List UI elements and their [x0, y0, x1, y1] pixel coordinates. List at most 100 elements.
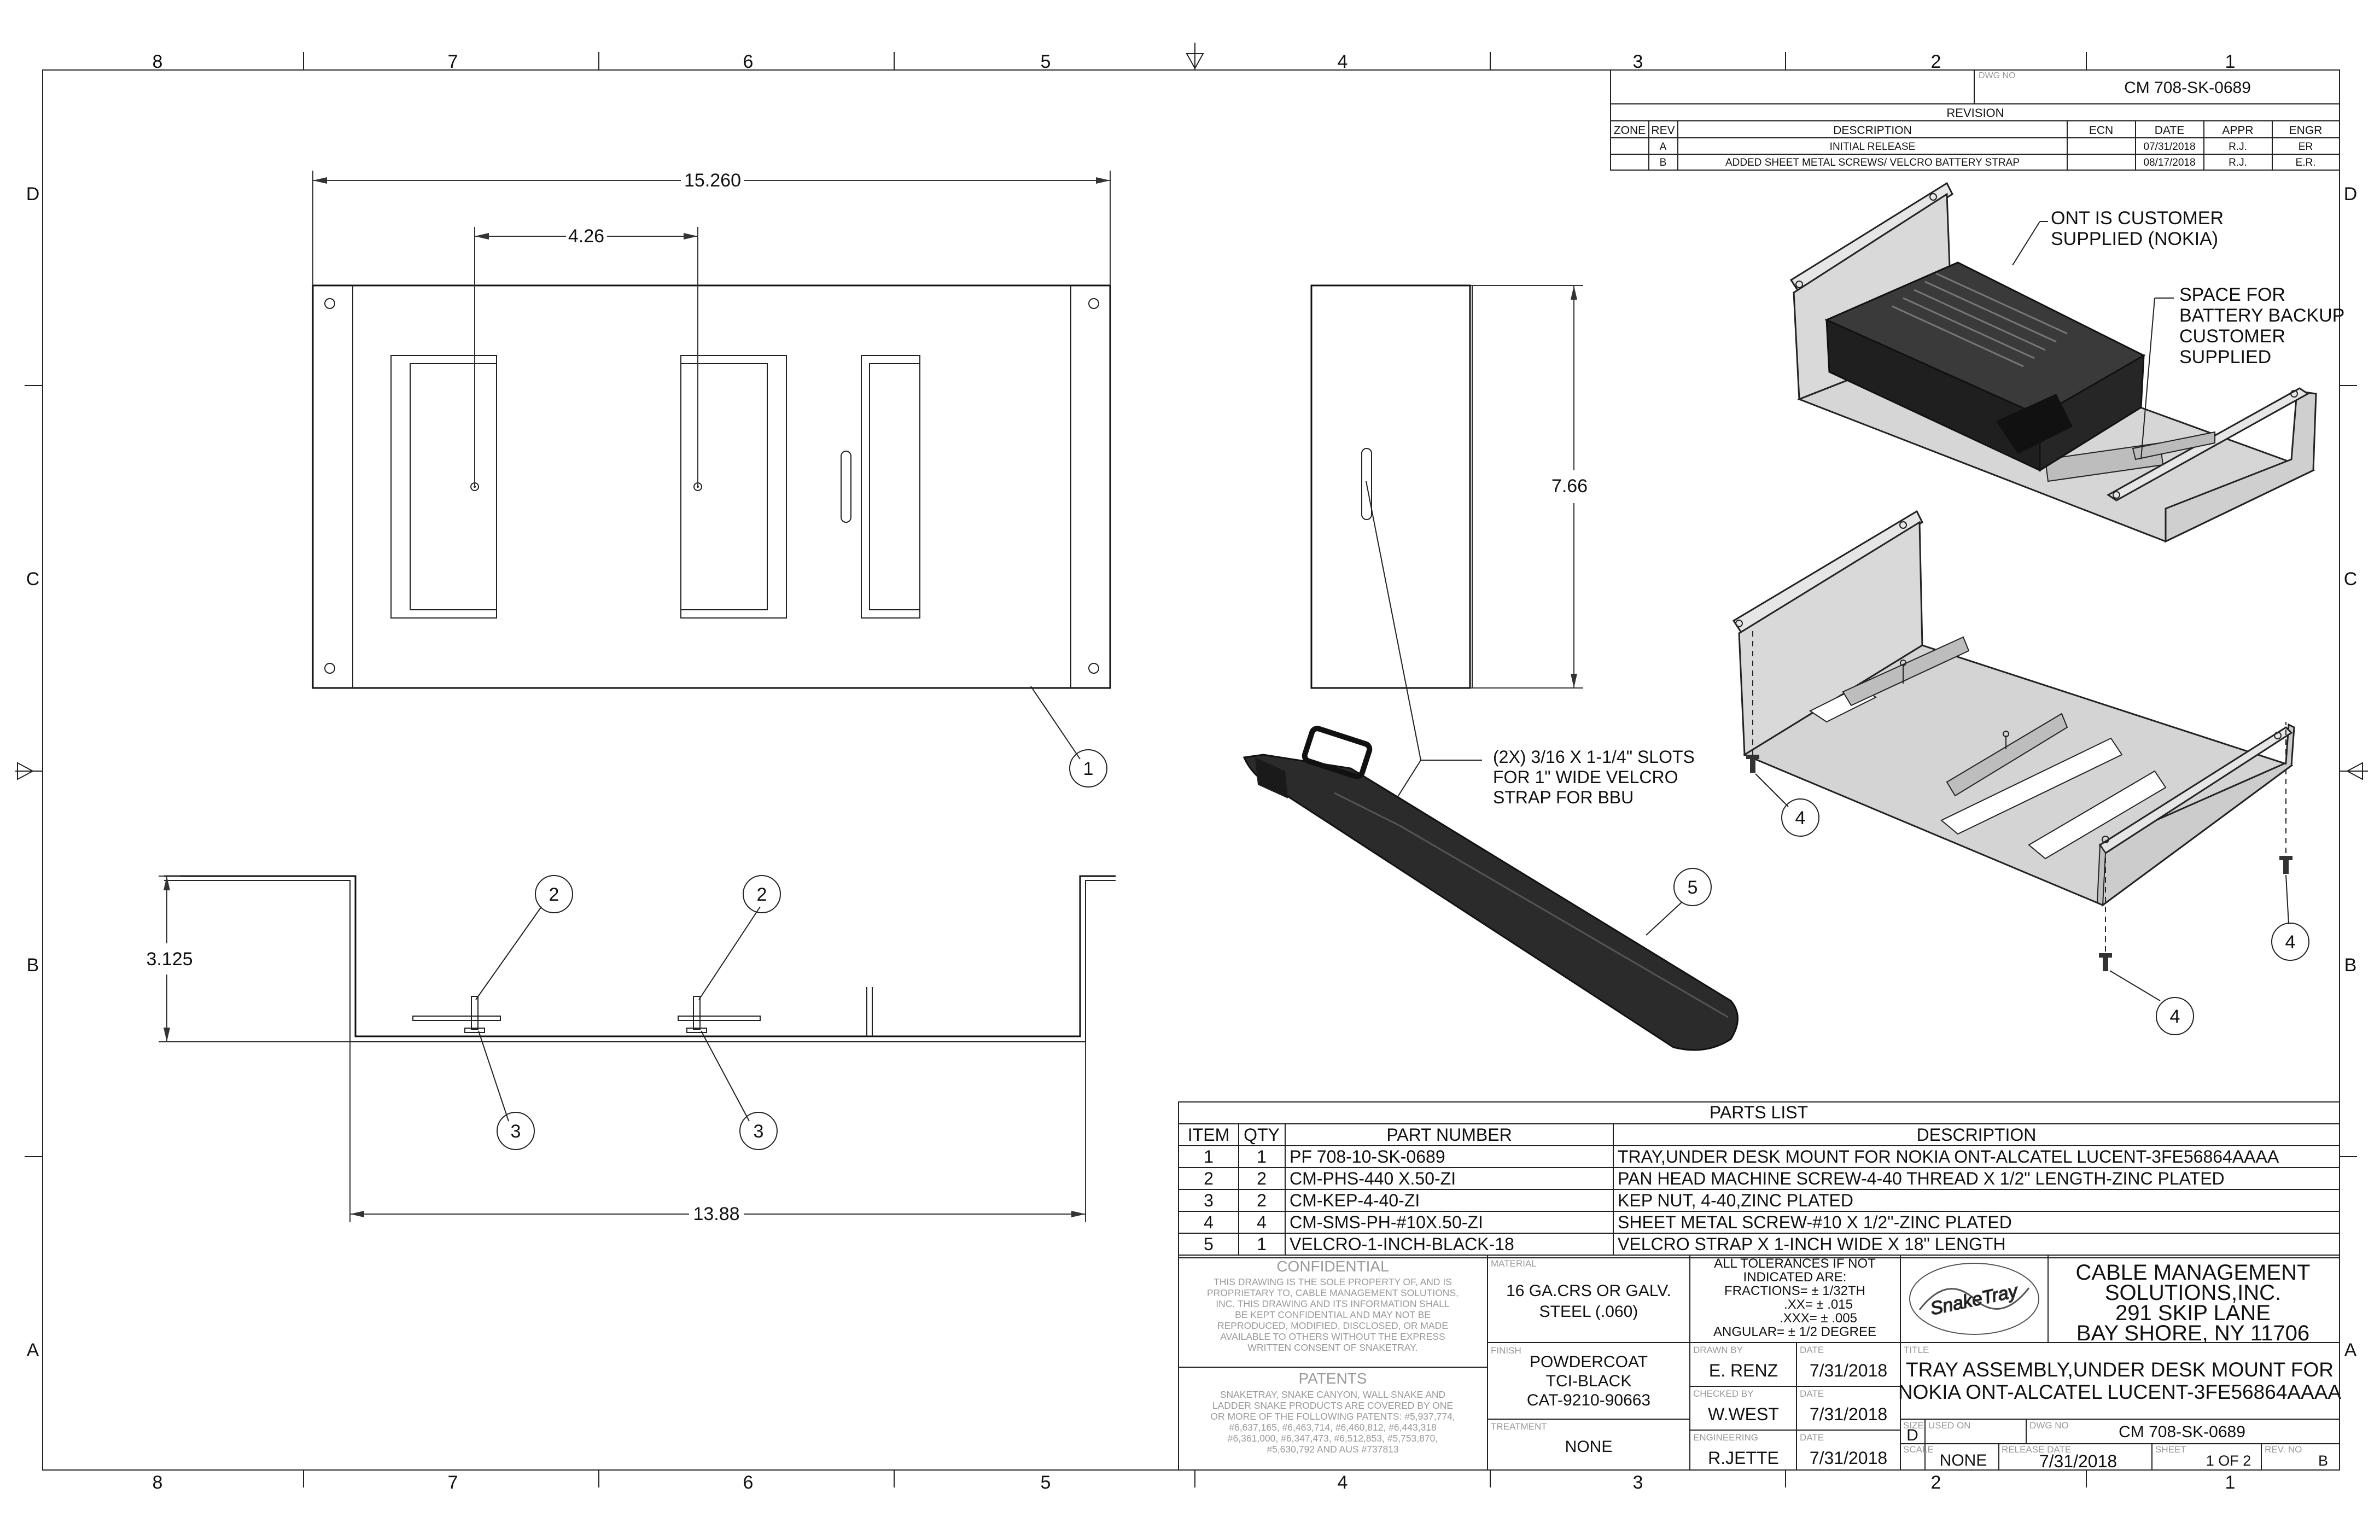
- used-on-label: USED ON: [1928, 1420, 1970, 1431]
- dimension-15260: 15.260: [312, 170, 1111, 285]
- date-drawn-label: DATE: [1800, 1345, 1824, 1355]
- part-3-qty: 2: [1257, 1191, 1267, 1210]
- zone-col-bottom-4: 4: [1338, 1472, 1348, 1493]
- balloon-4a: 4: [1795, 808, 1806, 829]
- part-3-item: 3: [1204, 1191, 1214, 1210]
- note-battery-line-3: CUSTOMER: [2179, 326, 2285, 347]
- finish-line-2: TCI-BLACK: [1546, 1372, 1632, 1390]
- part-2-number: CM-PHS-440 X.50-ZI: [1290, 1169, 1456, 1188]
- drawn-by-label: DRAWN BY: [1693, 1345, 1743, 1355]
- zone-col-top-1: 1: [2225, 51, 2236, 72]
- scale-label: SCALE: [1903, 1444, 1934, 1455]
- confidential-line-7: WRITTEN CONSENT OF SNAKETRAY.: [1247, 1342, 1418, 1353]
- treatment-label: TREATMENT: [1491, 1421, 1547, 1432]
- checked-by-value: W.WEST: [1708, 1404, 1779, 1424]
- part-2-qty: 2: [1257, 1169, 1267, 1188]
- note-ont: ONT IS CUSTOMER SUPPLIED (NOKIA): [2051, 208, 2224, 249]
- note-battery-line-2: BATTERY BACKUP: [2179, 305, 2344, 326]
- balloon-circle-1: [1069, 749, 1107, 788]
- balloon-5: 5: [1688, 877, 1698, 898]
- part-3-number: CM-KEP-4-40-ZI: [1290, 1191, 1420, 1210]
- date-drawn-value: 7/31/2018: [1810, 1361, 1887, 1380]
- balloon-1: 1: [1083, 759, 1094, 779]
- note-ont-line-2: SUPPLIED (NOKIA): [2051, 229, 2218, 249]
- parts-header-item: ITEM: [1188, 1125, 1229, 1145]
- rev-a-date: 07/31/2018: [2143, 141, 2195, 153]
- part-4-number: CM-SMS-PH-#10X.50-ZI: [1290, 1212, 1483, 1232]
- part-5-number: VELCRO-1-INCH-BLACK-18: [1290, 1234, 1514, 1254]
- rev-header-ecn: ECN: [2089, 124, 2113, 137]
- patents-line-6: #5,630,792 AND AUS #737813: [1267, 1444, 1398, 1455]
- note-battery-line-4: SUPPLIED: [2179, 347, 2271, 368]
- parts-header-description: DESCRIPTION: [1917, 1125, 2037, 1145]
- finish-line-1: POWDERCOAT: [1530, 1353, 1648, 1371]
- side-view-plate: 7.66: [1310, 284, 1588, 815]
- zone-col-bottom-3: 3: [1633, 1472, 1643, 1493]
- rev-b-rev: B: [1660, 157, 1667, 168]
- rev-header-engr: ENGR: [2289, 124, 2323, 137]
- material-line-2: STEEL (.060): [1539, 1303, 1638, 1321]
- zone-col-top-4: 4: [1338, 51, 1348, 72]
- engineering-label: ENGINEERING: [1693, 1432, 1758, 1443]
- part-4-qty: 4: [1257, 1212, 1267, 1232]
- zone-col-top-3: 3: [1633, 51, 1643, 72]
- part-4-description: SHEET METAL SCREW-#10 X 1/2"-ZINC PLATED: [1618, 1212, 2012, 1232]
- finish-line-3: CAT-9210-90663: [1527, 1391, 1650, 1409]
- balloons: 1 2 2 3 3 5 4 4 4: [497, 749, 2309, 1150]
- note-battery: SPACE FOR BATTERY BACKUP CUSTOMER SUPPLI…: [2179, 284, 2344, 368]
- confidential-line-6: AVAILABLE TO OTHERS WITHOUT THE EXPRESS: [1220, 1331, 1445, 1342]
- zone-row-left-a: A: [27, 1340, 39, 1361]
- rev-header-rev: REV: [1651, 124, 1675, 137]
- parts-list-title: PARTS LIST: [1710, 1102, 1808, 1122]
- part-1-qty: 1: [1257, 1147, 1267, 1166]
- tolerance-line-2: INDICATED ARE:: [1743, 1270, 1847, 1285]
- zone-col-top-6: 6: [743, 51, 754, 72]
- patents-line-1: SNAKETRAY, SNAKE CANYON, WALL SNAKE AND: [1220, 1389, 1445, 1400]
- company-line-1: CABLE MANAGEMENT: [2076, 1261, 2311, 1285]
- dim-flange-height: 3.125: [146, 949, 192, 970]
- rev-header-zone: ZONE: [1614, 124, 1646, 137]
- rev-header-description: DESCRIPTION: [1833, 124, 1912, 137]
- zone-row-right-d: D: [2344, 184, 2358, 205]
- dim-inner-width: 13.88: [693, 1204, 739, 1224]
- part-1-description: TRAY,UNDER DESK MOUNT FOR NOKIA ONT-ALCA…: [1618, 1147, 2279, 1166]
- balloon-4b: 4: [2285, 932, 2296, 953]
- date-eng-label: DATE: [1800, 1432, 1824, 1443]
- checked-by-label: CHECKED BY: [1693, 1389, 1754, 1399]
- dim-overall-width: 15.260: [684, 170, 741, 191]
- zone-row-left-d: D: [26, 184, 40, 205]
- rev-dwg-no-label: DWG NO: [1979, 71, 2016, 80]
- rev-b-description: ADDED SHEET METAL SCREWS/ VELCRO BATTERY…: [1725, 157, 2020, 168]
- rev-b-date: 08/17/2018: [2143, 157, 2195, 168]
- zone-col-bottom-6: 6: [743, 1472, 754, 1493]
- sheet-value: 1 OF 2: [2206, 1452, 2251, 1469]
- part-1-item: 1: [1204, 1147, 1214, 1166]
- zone-col-bottom-7: 7: [448, 1472, 458, 1493]
- confidential-line-5: REPRODUCED, MODIFIED, DISCLOSED, OR MADE: [1217, 1320, 1448, 1331]
- parts-header-qty: QTY: [1244, 1125, 1280, 1145]
- zone-row-right-a: A: [2344, 1340, 2357, 1361]
- confidential-line-2: PROPRIETARY TO, CABLE MANAGEMENT SOLUTIO…: [1207, 1287, 1459, 1298]
- note-battery-line-1: SPACE FOR: [2179, 284, 2285, 305]
- size-value: D: [1906, 1426, 1918, 1444]
- note-slots: (2X) 3/16 X 1-1/4" SLOTS FOR 1" WIDE VEL…: [1493, 747, 1695, 807]
- rev-b-appr: R.J.: [2229, 157, 2247, 168]
- patents-line-3: OR MORE OF THE FOLLOWING PATENTS: #5,937…: [1210, 1411, 1455, 1422]
- rev-a-engr: ER: [2299, 141, 2313, 153]
- balloon-2a: 2: [549, 884, 559, 905]
- balloon-2b: 2: [757, 884, 767, 905]
- note-slots-line-3: STRAP FOR BBU: [1493, 788, 1634, 807]
- size-label: SIZE: [1903, 1420, 1924, 1431]
- rev-dwg-no: CM 708-SK-0689: [2124, 79, 2251, 97]
- rev-no-label: REV. NO: [2265, 1444, 2302, 1455]
- tolerance-line-3: FRACTIONS= ± 1/32TH: [1724, 1284, 1865, 1298]
- company-line-3: 291 SKIP LANE: [2115, 1301, 2271, 1325]
- part-3-description: KEP NUT, 4-40,ZINC PLATED: [1618, 1191, 1853, 1210]
- part-4-item: 4: [1204, 1212, 1214, 1232]
- zone-col-bottom-1: 1: [2225, 1472, 2236, 1493]
- part-2-description: PAN HEAD MACHINE SCREW-4-40 THREAD X 1/2…: [1618, 1169, 2225, 1188]
- velcro-strap-illustration: [1242, 726, 1739, 1051]
- sheet-label: SHEET: [2155, 1444, 2186, 1455]
- patents-title: PATENTS: [1299, 1370, 1367, 1387]
